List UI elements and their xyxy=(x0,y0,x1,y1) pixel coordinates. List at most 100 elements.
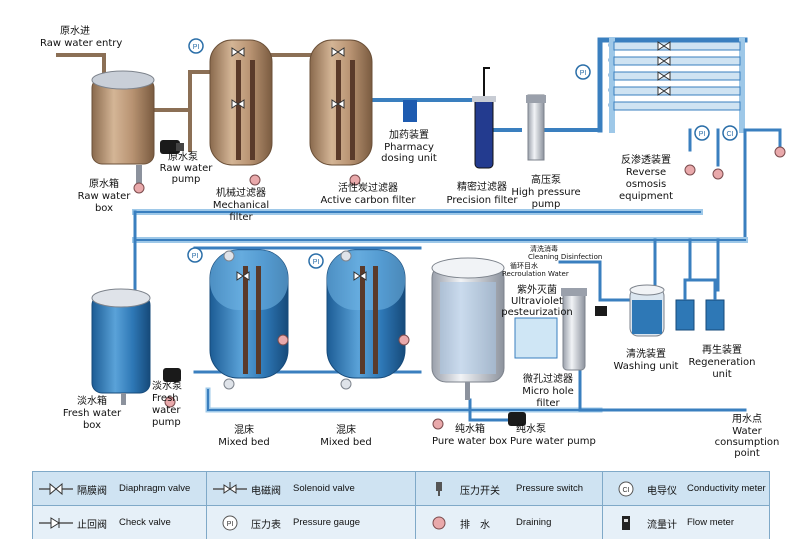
label-raw-pump-cn: 原水泵 xyxy=(168,152,198,163)
pure-water-box xyxy=(431,257,505,400)
label-fresh-box-cn: 淡水箱 xyxy=(77,396,107,407)
label-ro-en1: Reverse xyxy=(625,167,667,178)
pressure-gauge-icon: PI xyxy=(222,515,238,531)
label-ro-cn: 反渗透装置 xyxy=(621,155,671,166)
label-mixed-bed-2-en: Mixed bed xyxy=(320,437,372,448)
label-regen-en2: unit xyxy=(712,369,732,380)
label-raw-water-entry-cn: 原水进 xyxy=(60,26,90,37)
label-dosing-cn: 加药装置 xyxy=(389,130,429,141)
legend-label-cn: 止回阀 xyxy=(77,520,107,531)
legend-cell-flow-meter: 流量计 Flow meter xyxy=(603,506,769,539)
label-precision-cn: 精密过滤器 xyxy=(457,182,507,193)
legend-row-2: 止回阀 Check valve PI 压力表 Pressure gauge 排 … xyxy=(33,505,769,539)
legend-label-en: Flow meter xyxy=(687,517,734,528)
label-recirc-cn: 循环目水 xyxy=(510,262,538,270)
label-regen-en1: Regeneration xyxy=(688,357,756,368)
label-washing-en: Washing unit xyxy=(613,361,679,372)
label-raw-water-box-cn: 原水箱 xyxy=(89,179,119,190)
label-fresh-box-en2: box xyxy=(82,420,102,431)
uv-pasteurization-unit xyxy=(514,317,558,359)
label-consumption-en2: consumption xyxy=(714,437,780,448)
mechanical-filter-tank xyxy=(209,39,273,186)
label-fresh-pump-en1: Fresh xyxy=(152,393,179,404)
raw-water-box xyxy=(91,70,155,194)
legend-label-cn: 压力开关 xyxy=(460,486,500,497)
conductivity-meter-ro: CI xyxy=(722,125,738,141)
label-uv-en1: Ultraviolet xyxy=(511,296,563,307)
washing-unit xyxy=(595,284,665,337)
svg-text:PI: PI xyxy=(193,44,200,51)
svg-text:PI: PI xyxy=(192,253,199,260)
legend-cell-conductivity-meter: CI 电导仪 Conductivity meter xyxy=(603,472,769,505)
svg-text:CI: CI xyxy=(727,131,734,138)
label-recirc-en: Recroulation Water xyxy=(502,270,569,278)
legend-label-en: Conductivity meter xyxy=(687,483,766,494)
legend-label-cn: 隔膜阀 xyxy=(77,486,107,497)
legend-label-en: Diaphragm valve xyxy=(119,483,191,494)
diaphragm-valve-icon xyxy=(39,482,73,496)
label-hp-pump-en2: pump xyxy=(531,199,561,210)
solenoid-valve-icon xyxy=(213,482,247,494)
label-precision-en: Precision filter xyxy=(446,195,518,206)
svg-text:PI: PI xyxy=(699,131,706,138)
raw-water-pump xyxy=(160,140,184,154)
svg-text:PI: PI xyxy=(580,70,587,77)
label-raw-pump-en2: pump xyxy=(171,174,201,185)
dosing-unit xyxy=(403,100,417,122)
legend-table: 隔膜阀 Diaphragm valve 电磁阀 Solenoid valve 压… xyxy=(32,471,770,539)
label-mixed-bed-1-en: Mixed bed xyxy=(218,437,270,448)
label-hp-pump-cn: 高压泵 xyxy=(531,175,561,186)
regeneration-unit xyxy=(675,278,725,331)
legend-label-en: Draining xyxy=(516,517,552,528)
label-pure-box-en: Pure water box xyxy=(432,436,508,447)
legend-label-cn: 电磁阀 xyxy=(251,486,281,497)
label-consumption-en1: Water xyxy=(732,426,762,437)
check-valve-icon xyxy=(39,517,73,529)
mixed-bed-tank-2 xyxy=(326,249,410,390)
legend-cell-draining: 排 水 Draining xyxy=(416,506,603,539)
label-washing-cn: 清洗装置 xyxy=(626,349,666,360)
mixed-bed-tank-1 xyxy=(209,249,289,390)
active-carbon-filter-tank xyxy=(309,39,373,186)
legend-cell-check-valve: 止回阀 Check valve xyxy=(33,506,207,539)
label-cleaning-cn: 清洗消毒 xyxy=(530,245,558,253)
label-active-carbon-cn: 活性炭过滤器 xyxy=(338,183,398,194)
legend-cell-solenoid-valve: 电磁阀 Solenoid valve xyxy=(207,472,416,505)
pressure-gauge-mech: PI xyxy=(188,38,204,54)
pressure-gauge-ro: PI PI xyxy=(575,64,710,141)
label-mechanical-filter-en1: Mechanical xyxy=(212,200,270,211)
legend-cell-pressure-switch: 压力开关 Pressure switch xyxy=(416,472,603,505)
label-ro-en3: equipment xyxy=(618,191,674,202)
drain-icon xyxy=(432,516,446,530)
legend-label-cn: 电导仪 xyxy=(647,486,677,497)
high-pressure-pump xyxy=(526,94,546,161)
label-raw-water-entry-en: Raw water entry xyxy=(40,38,123,49)
label-micro-cn: 微孔过滤器 xyxy=(523,374,573,385)
label-consumption-en3: point xyxy=(734,448,760,459)
label-fresh-pump-en2: water xyxy=(152,405,181,416)
legend-label-cn: 压力表 xyxy=(251,520,281,531)
label-pure-box-cn: 纯水箱 xyxy=(455,424,485,435)
legend-label-en: Pressure gauge xyxy=(293,517,361,528)
legend-label-cn: 排 水 xyxy=(460,520,490,531)
label-raw-water-box-en1: Raw water xyxy=(77,191,131,202)
label-mechanical-filter-cn: 机械过滤器 xyxy=(216,188,266,199)
label-mechanical-filter-en2: filter xyxy=(229,212,253,223)
label-fresh-box-en1: Fresh water xyxy=(62,408,122,419)
legend-label-en: Solenoid valve xyxy=(293,483,355,494)
label-mixed-bed-2-cn: 混床 xyxy=(336,425,356,436)
label-micro-en2: filter xyxy=(536,398,560,409)
label-consumption-cn: 用水点 xyxy=(732,414,762,425)
label-ro-en2: osmosis xyxy=(625,179,667,190)
label-uv-cn: 紫外灭菌 xyxy=(517,285,557,296)
label-fresh-pump-cn: 淡水泵 xyxy=(152,381,182,392)
svg-text:CI: CI xyxy=(623,487,630,494)
svg-text:PI: PI xyxy=(313,259,320,266)
fresh-water-pump xyxy=(163,368,181,408)
reverse-osmosis-equipment xyxy=(613,41,786,180)
valve-symbols xyxy=(231,41,671,281)
legend-label-en: Check valve xyxy=(119,517,171,528)
legend-label-en: Pressure switch xyxy=(516,483,584,494)
